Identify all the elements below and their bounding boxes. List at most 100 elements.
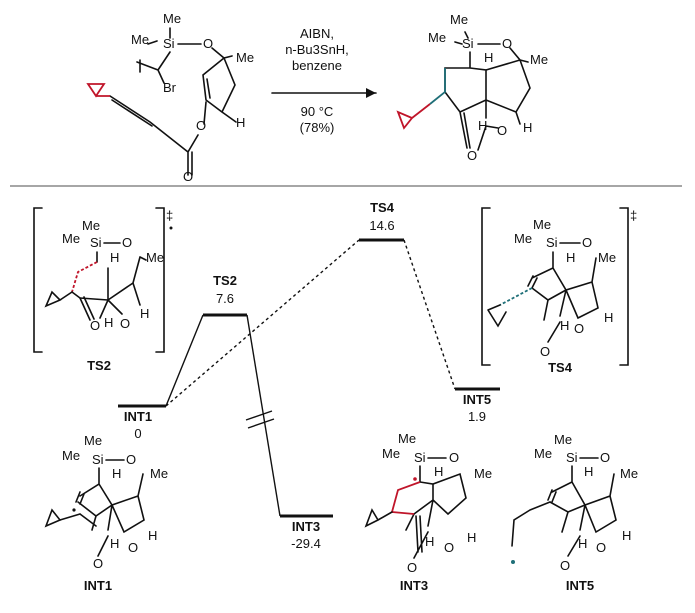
path-int1-ts4-int5 <box>165 239 456 407</box>
product-o: O <box>502 36 512 51</box>
product-h1: H <box>484 50 493 65</box>
int3-o2: O <box>444 540 454 555</box>
ts2-me1: Me <box>82 218 100 233</box>
int1-h2: H <box>110 536 119 551</box>
value-ts2: 7.6 <box>216 291 234 306</box>
int3-o: O <box>449 450 459 465</box>
ts2-structure: ‡ Me Me Si O H Me H H O O TS2 <box>33 207 173 373</box>
int5-h1: H <box>584 464 593 479</box>
int1-structure: Me Me Si O H Me H H O O INT1 <box>44 433 168 593</box>
ts2-brackets <box>33 207 165 353</box>
label-ts4: TS4 <box>370 200 395 215</box>
reaction-arrow-group: AIBN, n-Bu3SnH, benzene 90 °C (78%) <box>271 26 377 135</box>
int5-me3: Me <box>620 466 638 481</box>
ts4-h2: H <box>560 318 569 333</box>
int1-me2: Me <box>62 448 80 463</box>
int3-cyclopropyl <box>364 508 393 528</box>
ts4-h3: H <box>604 310 613 325</box>
product-o3: O <box>467 148 477 163</box>
int5-o3: O <box>560 558 570 573</box>
int3-si: Si <box>414 450 426 465</box>
ts4-me2: Me <box>514 231 532 246</box>
ts2-o3: O <box>90 318 100 333</box>
int1-o3: O <box>93 556 103 571</box>
value-ts4: 14.6 <box>369 218 394 233</box>
int3-structure: Me Me Si O H Me H H O O INT3 <box>364 431 492 593</box>
reactant-me2: Me <box>131 32 149 47</box>
int1-o2: O <box>128 540 138 555</box>
int1-o: O <box>126 452 136 467</box>
ts2-name: TS2 <box>87 358 111 373</box>
int3-me3: Me <box>474 466 492 481</box>
int5-si: Si <box>566 450 578 465</box>
int5-me1: Me <box>554 432 572 447</box>
int3-new-ring <box>391 481 421 515</box>
int3-radical-dot <box>413 477 417 481</box>
ts4-dagger: ‡ <box>630 208 637 223</box>
ts2-si: Si <box>90 235 102 250</box>
product-new-bonds <box>429 68 446 105</box>
ts4-breaking-bond <box>499 287 533 306</box>
product-o2: O <box>497 123 507 138</box>
int5-me2: Me <box>534 446 552 461</box>
ts4-name: TS4 <box>548 360 573 375</box>
ts4-bonds <box>527 242 599 343</box>
condition-line-2: n-Bu3SnH, <box>285 42 349 57</box>
condition-line-1: AIBN, <box>300 26 334 41</box>
ts2-me3: Me <box>146 250 164 265</box>
ts4-si: Si <box>546 235 558 250</box>
int1-me1: Me <box>84 433 102 448</box>
condition-line-3: benzene <box>292 58 342 73</box>
product-h2: H <box>478 118 487 133</box>
product-cyclopropyl <box>396 103 431 130</box>
int5-o: O <box>600 450 610 465</box>
reactant-h: H <box>236 115 245 130</box>
int5-h2: H <box>578 536 587 551</box>
ts4-o: O <box>582 235 592 250</box>
int3-me2: Me <box>382 446 400 461</box>
reactant-cyclopropyl <box>86 83 110 98</box>
ts2-h3: H <box>140 306 149 321</box>
ts2-o2: O <box>120 316 130 331</box>
ts2-forming-bond <box>71 261 98 293</box>
product-bonds <box>444 31 531 151</box>
int5-structure: Me Me Si O H Me H H O O INT5 <box>511 432 638 593</box>
value-int5: 1.9 <box>468 409 486 424</box>
ts4-me3: Me <box>598 250 616 265</box>
int1-bonds <box>59 459 145 557</box>
product-h3: H <box>523 120 532 135</box>
ts2-o: O <box>122 235 132 250</box>
product-me3: Me <box>530 52 548 67</box>
reactant-bonds <box>109 27 237 176</box>
ts4-brackets <box>481 207 629 366</box>
label-int3: INT3 <box>292 519 320 534</box>
int5-name: INT5 <box>566 578 594 593</box>
ts2-dagger: ‡ <box>166 208 173 223</box>
value-int1: 0 <box>134 426 141 441</box>
label-int1: INT1 <box>124 409 152 424</box>
reactant-si: Si <box>163 36 175 51</box>
ts2-cyclopropyl <box>44 290 109 308</box>
int1-cyclopropyl <box>44 508 62 528</box>
label-ts2: TS2 <box>213 273 237 288</box>
product-si: Si <box>462 36 474 51</box>
int3-o3: O <box>407 560 417 575</box>
int1-si: Si <box>92 452 104 467</box>
reactant-me1: Me <box>163 11 181 26</box>
ts2-h1: H <box>110 250 119 265</box>
int3-me1: Me <box>398 431 416 446</box>
ts2-h2: H <box>104 315 113 330</box>
energy-profile: INT1 0 TS2 7.6 TS4 14.6 INT5 1.9 INT3 -2… <box>118 200 500 551</box>
ts4-structure: ‡ Me Me Si O H Me H H O O TS4 <box>481 207 637 375</box>
reaction-arrow-head <box>366 88 376 98</box>
reactant-me3: Me <box>236 50 254 65</box>
reactant-br: Br <box>163 80 177 95</box>
reactant-o2: O <box>196 118 206 133</box>
int1-radical-dot <box>72 508 76 512</box>
int1-name: INT1 <box>84 578 112 593</box>
int3-h1: H <box>434 464 443 479</box>
reaction-temperature: 90 °C <box>301 104 334 119</box>
ts2-radical-dot <box>169 226 173 230</box>
label-int5: INT5 <box>463 392 491 407</box>
